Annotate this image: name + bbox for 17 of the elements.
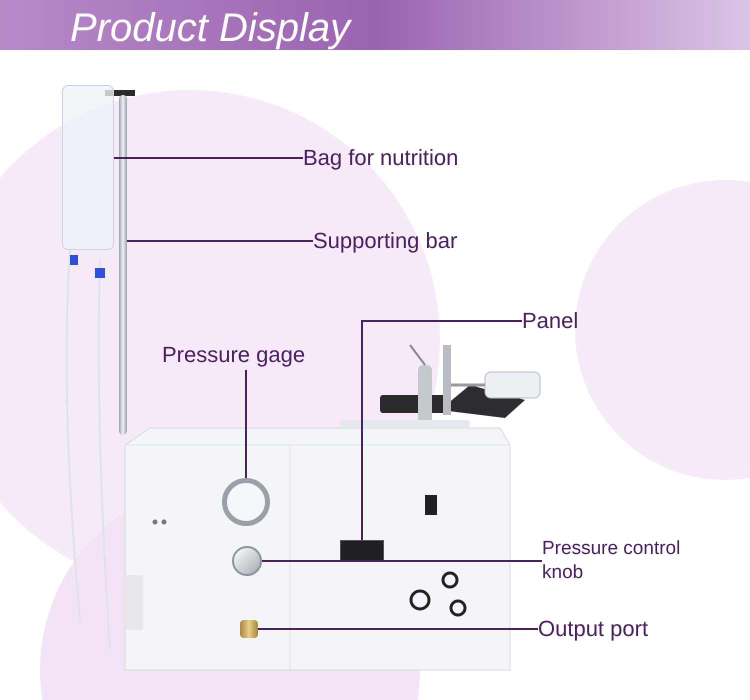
display-panel	[340, 540, 384, 562]
leader-line	[245, 370, 247, 478]
output-port	[240, 620, 258, 638]
leader-line	[361, 320, 522, 540]
leader-line	[258, 628, 538, 630]
callout-label: Output port	[538, 616, 650, 642]
callout-label: Pressure control knob	[542, 537, 682, 585]
callout-label: Supporting bar	[313, 228, 458, 254]
callout-label: Pressure gage	[162, 342, 306, 368]
title: Product Display	[70, 6, 350, 50]
callout-label: Panel	[522, 308, 580, 334]
support-pole	[119, 95, 127, 435]
callout-label: Bag for nutrition	[303, 145, 460, 171]
leader-line	[127, 240, 313, 242]
leader-line	[262, 560, 542, 562]
leader-line	[114, 157, 303, 159]
nutrition-bag	[62, 85, 114, 250]
